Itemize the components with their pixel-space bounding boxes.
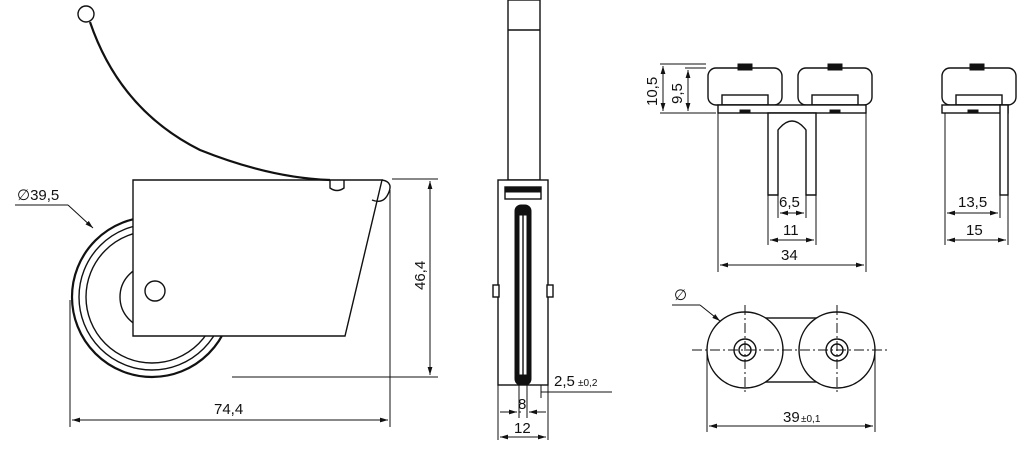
roller-right bbox=[797, 67, 873, 106]
side-height-label: 46,4 bbox=[412, 261, 429, 290]
slot-outer-label: 11 bbox=[783, 222, 799, 239]
side-axle-hole bbox=[144, 280, 166, 302]
side-diameter-leader: ∅39,5 bbox=[15, 187, 94, 229]
slot-width-label: 6,5 bbox=[779, 194, 800, 211]
roller-height-outer-label: 10,5 bbox=[644, 77, 661, 106]
side-spring-wire bbox=[77, 5, 331, 182]
front-inner-width-label: 8 bbox=[518, 396, 526, 413]
roller-bottom-view: ∅ 39 ±0,1 bbox=[672, 287, 890, 432]
roller-height-inner-label: 9,5 bbox=[669, 83, 686, 104]
side-length-dimension: 74,4 bbox=[69, 190, 391, 427]
front-outer-width-label: 12 bbox=[514, 420, 531, 437]
side-housing bbox=[132, 179, 391, 337]
roller-end-view: 13,5 15 bbox=[941, 63, 1017, 245]
roller-top-view: 10,5 9,5 6,5 11 34 bbox=[644, 63, 873, 272]
end-outer-label: 15 bbox=[966, 222, 983, 239]
roller-total-width-label: 34 bbox=[781, 247, 798, 264]
end-roller bbox=[941, 67, 1017, 106]
end-inner-label: 13,5 bbox=[958, 194, 987, 211]
side-height-dimension: 46,4 bbox=[232, 178, 438, 378]
end-bracket bbox=[999, 104, 1009, 196]
front-stem bbox=[507, 0, 541, 181]
bottom-diameter-label: ∅ bbox=[674, 287, 687, 304]
side-length-label: 74,4 bbox=[214, 401, 243, 418]
front-view: 8 12 2,5 ±0,2 bbox=[492, 0, 612, 440]
roller-bracket bbox=[767, 112, 817, 196]
side-view: ∅39,5 46,4 74,4 bbox=[15, 5, 438, 427]
bottom-width-tolerance: ±0,1 bbox=[801, 414, 821, 425]
roller-left bbox=[707, 67, 783, 106]
side-diameter-label: ∅39,5 bbox=[17, 187, 59, 204]
front-axle-label: 2,5 bbox=[554, 373, 575, 390]
bottom-width-label: 39 bbox=[783, 409, 800, 426]
front-axle-tolerance: ±0,2 bbox=[578, 378, 598, 389]
